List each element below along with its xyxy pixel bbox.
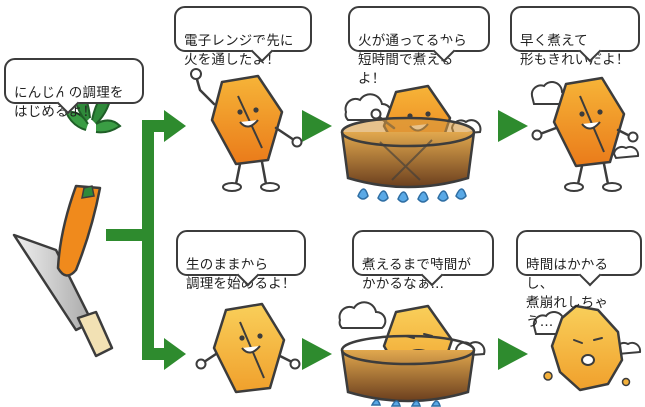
bottom-step-2-speech-text: 煮えるまで時間が かかるなぁ… <box>362 257 472 292</box>
top-step-3-speech-text: 早く煮えて、 形もきれいだよ！ <box>520 33 630 68</box>
pot-icon <box>340 334 476 403</box>
bottom-step-3-speech-bubble: 時間はかかるし、 煮崩れしちゃう… <box>516 230 642 330</box>
top-step-1-speech-bubble: 電子レンジで先に 火を通したよ！ <box>174 6 312 68</box>
gas-flame-icon <box>357 188 467 203</box>
steam-cloud-icon <box>530 81 640 160</box>
pot-icon <box>340 116 476 189</box>
carrot-character-top-3 <box>531 76 639 192</box>
top-step-2-speech-bubble: 火が通ってるから 短時間で煮えるよ！ <box>348 6 490 87</box>
top-step-3-speech-bubble: 早く煮えて、 形もきれいだよ！ <box>510 6 640 68</box>
carrot-character-bottom-3 <box>543 304 631 392</box>
carrot-character-bottom-1 <box>195 302 301 394</box>
bottom-step-1-speech-bubble: 生のままから 調理を始めるよ！ <box>176 230 306 292</box>
knife-icon <box>12 233 114 358</box>
bottom-step-2-speech-bubble: 煮えるまで時間が かかるなぁ… <box>352 230 494 292</box>
intro-speech-bubble: にんじんの調理を はじめるよ！ <box>4 58 144 120</box>
top-step-1-speech-text: 電子レンジで先に 火を通したよ！ <box>184 33 294 68</box>
gas-flame-icon <box>370 399 442 407</box>
steam-cloud-icon <box>338 301 486 358</box>
arrow-right-icon <box>302 110 528 370</box>
branch-arrow <box>106 110 186 370</box>
carrot-character-top-1 <box>190 68 303 192</box>
